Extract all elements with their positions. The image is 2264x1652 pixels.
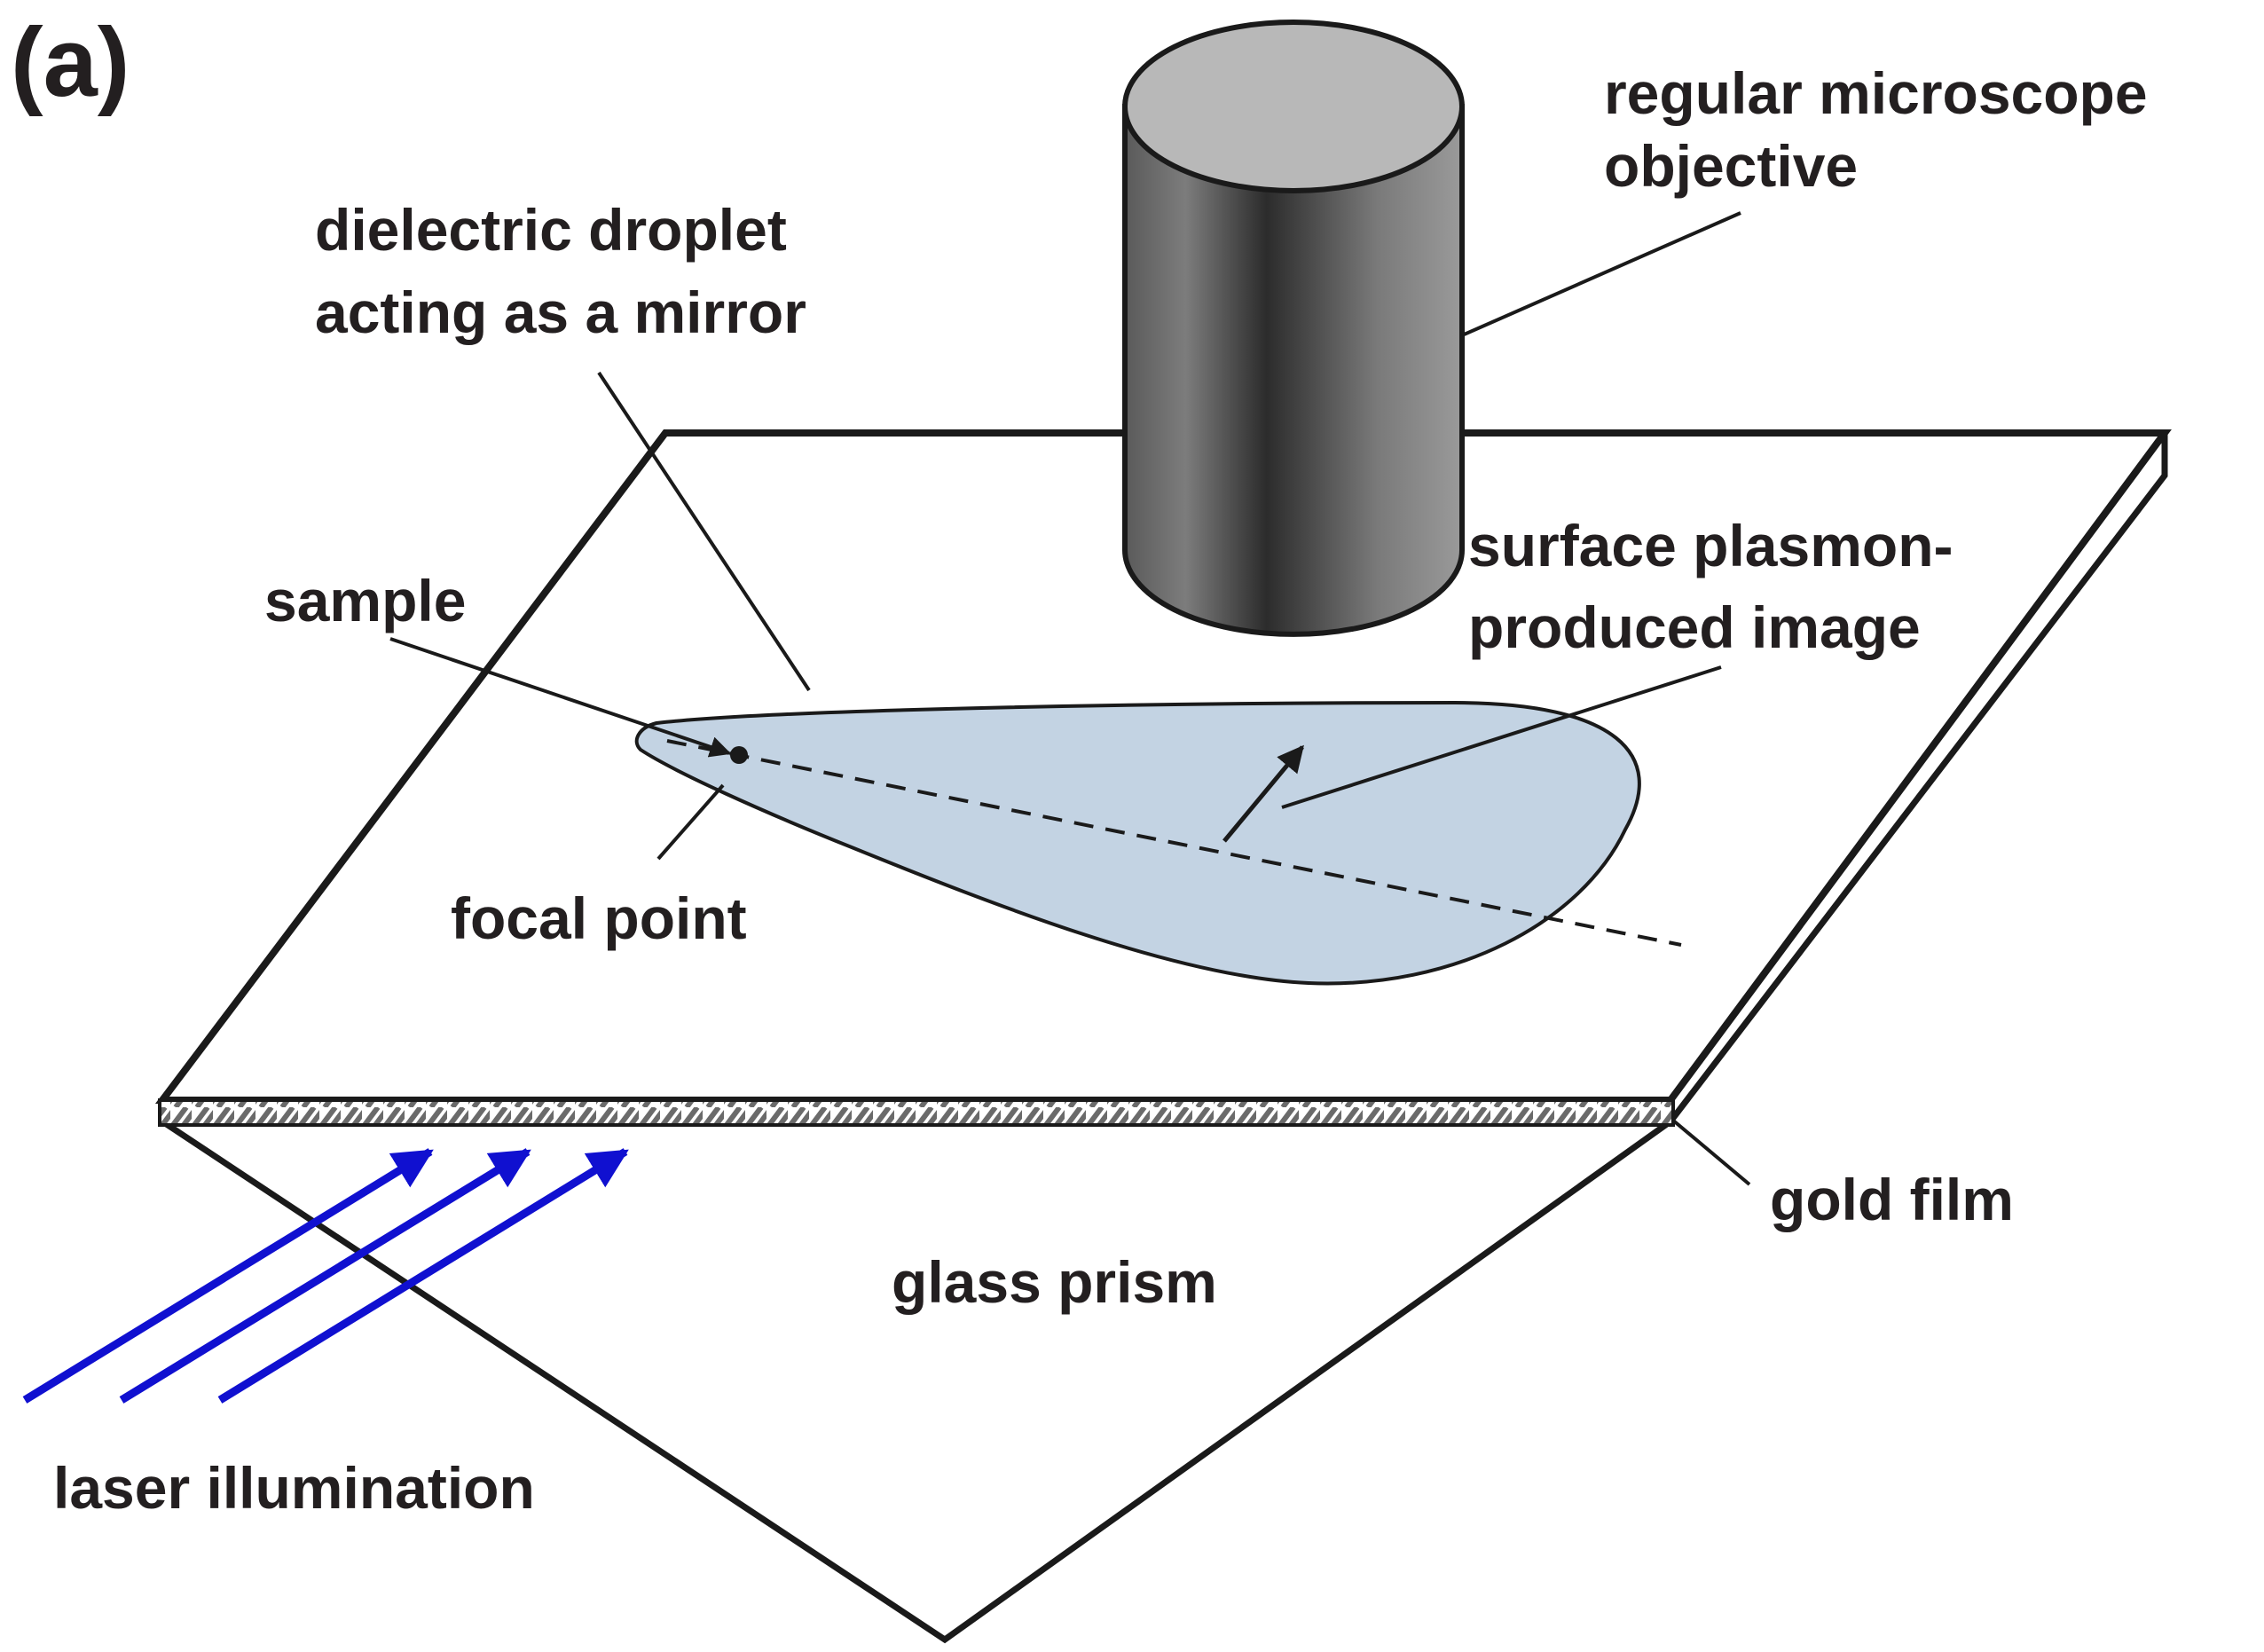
focal-point-label: focal point	[451, 885, 747, 951]
microscope-objective	[1122, 20, 1465, 637]
laser-arrow-2	[119, 1148, 531, 1404]
droplet-leader-line	[597, 371, 811, 692]
laser-illumination-arrows	[22, 1148, 629, 1404]
objective-label-line2: objective	[1604, 133, 1858, 199]
image-leader-line	[1281, 665, 1722, 809]
image-label-line2: produced image	[1468, 594, 1921, 660]
sample-leader-line	[389, 637, 732, 758]
glass-prism-outline	[161, 1119, 1673, 1644]
plate-right-edge	[1668, 433, 2168, 1124]
objective-top-face	[1122, 20, 1465, 193]
focal-point-dot	[730, 746, 748, 764]
laser-illumination-label: laser illumination	[53, 1455, 535, 1521]
droplet-label-line1: dielectric droplet	[315, 197, 787, 263]
gold-film-leader-line	[1670, 1118, 1751, 1186]
laser-arrow-1	[22, 1148, 434, 1404]
objective-label-line1: regular microscope	[1604, 60, 2148, 126]
glass-prism-label: glass prism	[892, 1249, 1217, 1315]
droplet-label-line2: acting as a mirror	[315, 279, 806, 345]
focal-point-leader-line	[656, 783, 725, 861]
image-label-line1: surface plasmon-	[1468, 513, 1953, 578]
optical-axis-dashed	[666, 739, 1682, 947]
objective-leader-line	[1461, 211, 1741, 337]
gold-film-strip	[158, 1098, 1675, 1127]
sample-label: sample	[264, 568, 466, 633]
laser-arrow-3	[217, 1148, 629, 1404]
panel-label: (a)	[11, 8, 130, 117]
image-arrow	[1222, 744, 1304, 843]
gold-film-label: gold film	[1770, 1167, 2014, 1232]
